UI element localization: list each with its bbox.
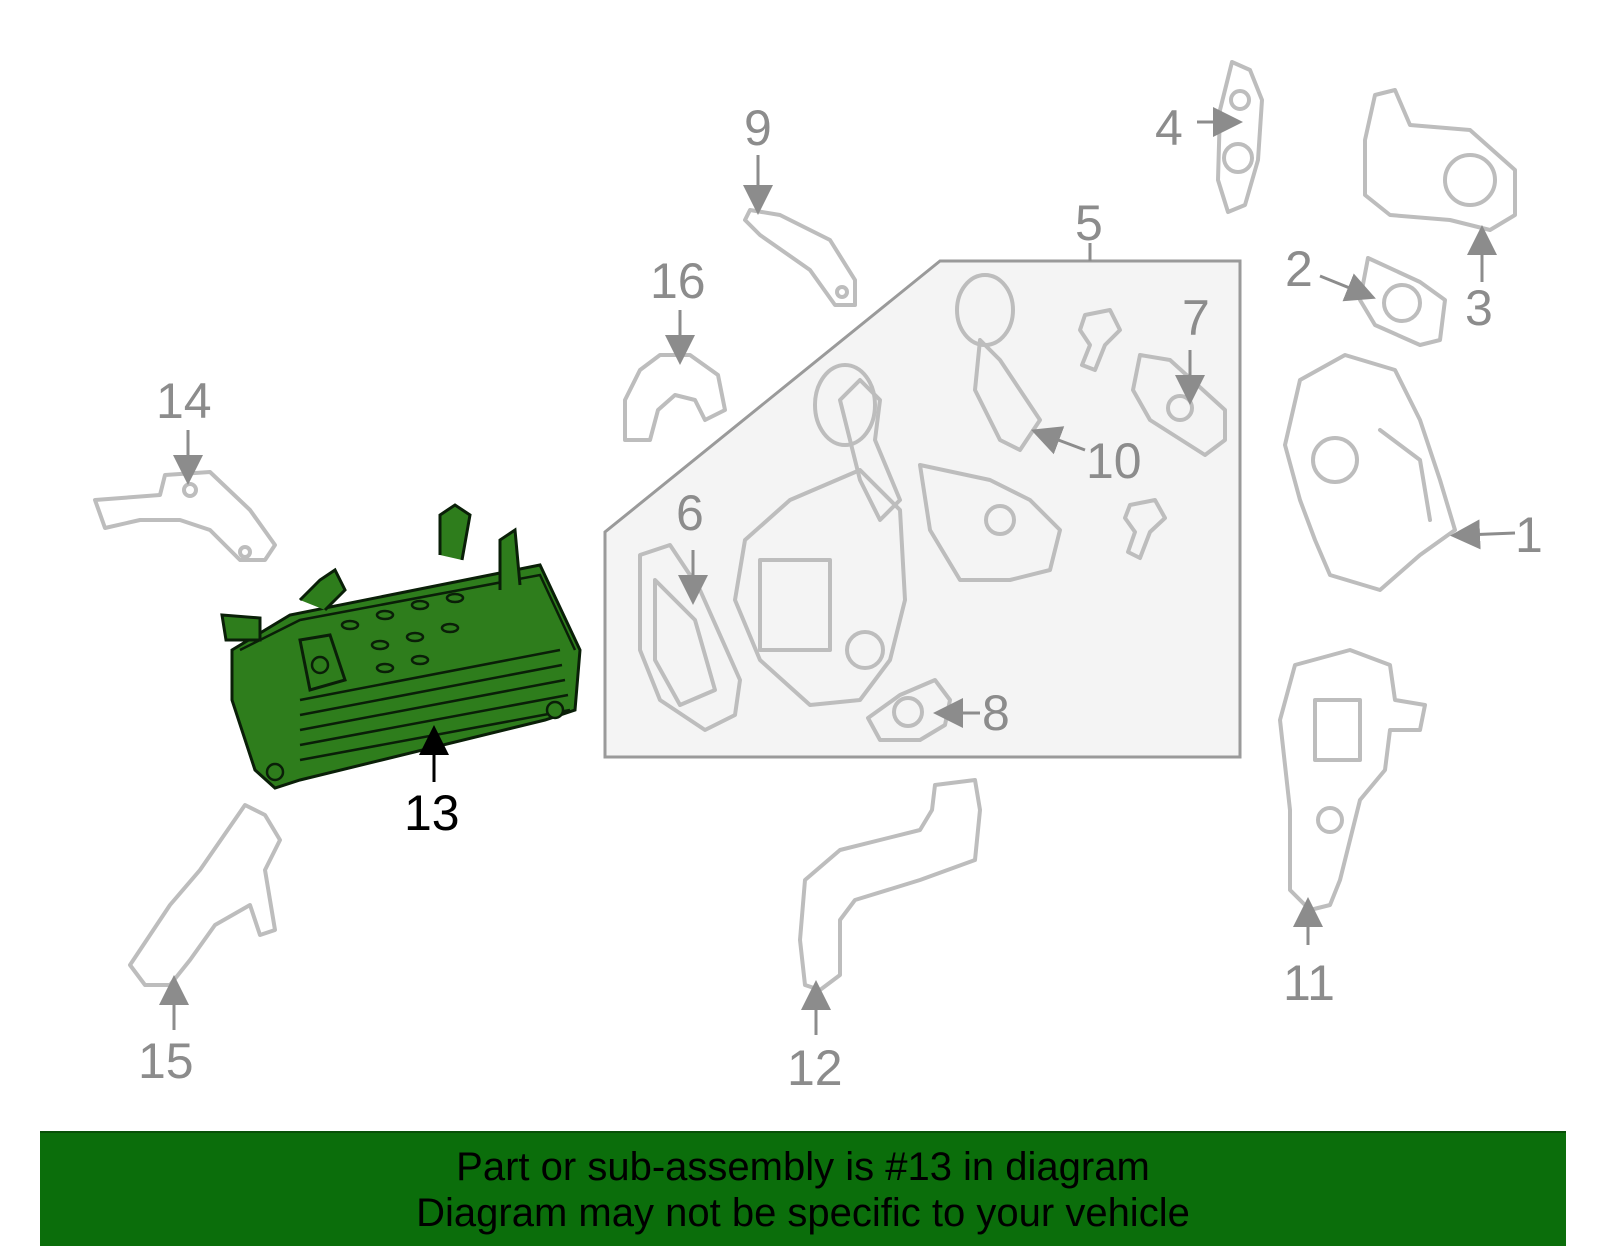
part-15-bracket[interactable] [128, 803, 282, 987]
part-8-gasket[interactable] [866, 678, 952, 742]
part-13-egr-cooler[interactable] [220, 503, 582, 790]
callout-12: 12 [787, 1040, 843, 1096]
callout-9: 9 [744, 100, 772, 156]
part-10-bolts[interactable] [1078, 308, 1167, 560]
callout-11: 11 [1283, 955, 1335, 1011]
subassembly-box-5 [603, 259, 1242, 759]
part-11-bracket[interactable] [1278, 648, 1427, 912]
callout-16: 16 [650, 253, 706, 309]
callout-15: 15 [138, 1033, 194, 1089]
callout-2: 2 [1285, 241, 1313, 297]
part-9-bracket[interactable] [743, 208, 857, 307]
info-banner: Part or sub-assembly is #13 in diagram D… [40, 1131, 1566, 1246]
part-14-bracket[interactable] [93, 470, 277, 562]
callout-5: 5 [1075, 195, 1103, 251]
callout-13: 13 [404, 785, 460, 841]
part-2-gasket[interactable] [1358, 256, 1447, 347]
banner-line-1: Part or sub-assembly is #13 in diagram [456, 1144, 1150, 1189]
callout-8: 8 [982, 685, 1010, 741]
callout-14: 14 [156, 373, 212, 429]
callout-1: 1 [1515, 507, 1543, 563]
callout-6: 6 [676, 485, 704, 541]
part-12-pipe[interactable] [798, 778, 982, 992]
part-6-gasket[interactable] [638, 543, 742, 732]
callout-4: 4 [1155, 100, 1183, 156]
callout-7: 7 [1182, 290, 1210, 346]
part-5-egr-module[interactable] [733, 273, 1062, 707]
callout-10: 10 [1086, 433, 1142, 489]
banner-line-2: Diagram may not be specific to your vehi… [416, 1190, 1190, 1235]
part-16-hose[interactable] [623, 353, 727, 442]
callout-3: 3 [1465, 280, 1493, 336]
part-3-bracket[interactable] [1363, 88, 1517, 232]
part-4-gasket[interactable] [1216, 60, 1264, 214]
leader-arrows [159, 107, 1516, 1035]
part-1-egr-valve[interactable] [1283, 353, 1457, 592]
